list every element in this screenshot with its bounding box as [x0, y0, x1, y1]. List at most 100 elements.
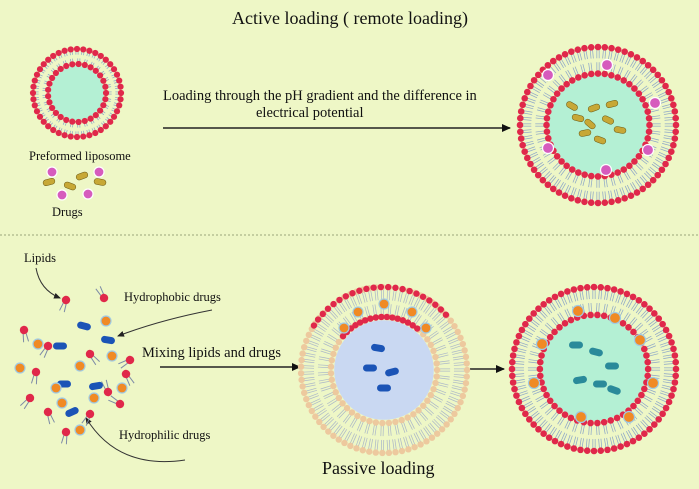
preformed-liposome-label: Preformed liposome [29, 149, 131, 163]
hydrophilic-drug [14, 362, 26, 374]
free-lipid [20, 393, 35, 410]
hydrophobic-drug [42, 177, 56, 187]
hydrophilic-drug [406, 306, 418, 318]
hydrophobic-drug [593, 135, 607, 145]
hydrophilic-drug [352, 306, 364, 318]
hydrophilic-drug [56, 397, 68, 409]
lipid-drug-mixture [14, 286, 135, 445]
hydrophobic-drug [77, 321, 91, 331]
hydrophobic-drug [566, 101, 578, 111]
hydrophilic-drug [106, 350, 118, 362]
free-lipid [85, 349, 100, 366]
free-lipid [95, 286, 109, 303]
aqueous-core [548, 75, 648, 175]
hydrophilic-drug [116, 382, 128, 394]
free-lipid [101, 379, 113, 397]
aqueous-core [541, 316, 647, 422]
hydrophilic-drug [648, 96, 662, 110]
hydrophilic-drug [50, 382, 62, 394]
hydrophobic-drug [602, 115, 614, 125]
free-lipid [19, 325, 30, 343]
hydrophilic-drug [600, 58, 614, 72]
hydrophilic-drug [622, 410, 636, 424]
hydrophilic-drug [541, 141, 555, 155]
hydrophobic-drug [607, 385, 621, 395]
free-lipid [108, 395, 125, 409]
hydrophobic-drug [573, 375, 587, 385]
lipids-pointer-arrow [35, 267, 61, 299]
hydrophobic-drug [53, 342, 67, 350]
hydrophilic-drug [100, 315, 112, 327]
hydrophobic-drug [75, 171, 89, 181]
hydrophilic-drug [641, 143, 655, 157]
forming-liposome [297, 283, 471, 457]
hydrophobic-drug [578, 129, 592, 137]
free-lipid [59, 295, 71, 313]
hydrophobic-drug [101, 335, 115, 345]
hydrophobic-drug [589, 347, 603, 357]
free-lipid [81, 409, 95, 426]
active-arrow-label-line2: electrical potential [256, 105, 364, 121]
hydrophobic-drug [571, 113, 585, 123]
free-lipid [118, 355, 135, 369]
free-lipid [121, 369, 135, 386]
hydrophilic-drug [527, 376, 541, 390]
hydrophilic-drug [646, 376, 660, 390]
hydrophobic-drug [613, 126, 627, 134]
hydrophilic-drug [88, 392, 100, 404]
hydrophilic-drug [378, 298, 390, 310]
free-lipid [60, 427, 71, 445]
hydrophobic-drug [377, 384, 391, 392]
hydrophilic-drug [32, 338, 44, 350]
hydrophilic-drug [608, 311, 622, 325]
lipids-label: Lipids [24, 251, 56, 265]
hydrophilic-drug [420, 322, 432, 334]
hydrophobic-drugs-label: Hydrophobic drugs [124, 290, 221, 304]
hydrophobic-pointer-arrow [117, 309, 213, 337]
hydrophilic-drug [93, 166, 105, 178]
hydrophobic-drug [605, 99, 619, 109]
loaded-liposome-active [516, 43, 680, 207]
hydrophilic-drug [338, 322, 350, 334]
passive-loading-title: Passive loading [322, 458, 435, 478]
hydrophobic-drug [93, 178, 107, 186]
hydrophobic-drug [584, 118, 596, 130]
hydrophobic-drug [65, 407, 79, 417]
loaded-liposome-passive [508, 283, 680, 455]
hydrophilic-pointer-arrow [85, 417, 186, 463]
hydrophobic-drug [371, 343, 385, 353]
free-lipid [39, 341, 53, 358]
hydrophobic-drug [63, 181, 77, 191]
mixing-label: Mixing lipids and drugs [142, 345, 281, 361]
liposome-artwork [14, 43, 680, 457]
free-lipid [30, 367, 41, 385]
hydrophobic-drug [569, 341, 583, 349]
hydrophilic-drug [633, 333, 647, 347]
hydrophobic-drug [605, 362, 619, 370]
hydrophobic-drug [89, 381, 103, 391]
drugs-cluster [42, 166, 107, 201]
hydrophobic-drug [593, 380, 607, 388]
hydrophilic-drug [571, 304, 585, 318]
hydrophilic-drug [599, 163, 613, 177]
hydrophobic-drug [363, 364, 377, 372]
hydrophilic-drug [74, 360, 86, 372]
drugs-label: Drugs [52, 205, 83, 219]
hydrophilic-drug [535, 337, 549, 351]
hydrophobic-drug [385, 367, 399, 377]
hydrophilic-drug [82, 188, 94, 200]
hydrophilic-drugs-label: Hydrophilic drugs [119, 428, 211, 442]
free-lipid [43, 407, 55, 425]
hydrophilic-drug [46, 166, 58, 178]
hydrophilic-drug [541, 68, 555, 82]
aqueous-core [334, 320, 434, 420]
hydrophobic-drug [587, 103, 601, 113]
active-arrow-label-line1: Loading through the pH gradient and the … [163, 88, 477, 104]
active-loading-title: Active loading ( remote loading) [232, 8, 468, 28]
preformed-liposome [29, 45, 125, 141]
hydrophilic-drug [74, 424, 86, 436]
hydrophilic-drug [574, 410, 588, 424]
hydrophilic-drug [56, 189, 68, 201]
